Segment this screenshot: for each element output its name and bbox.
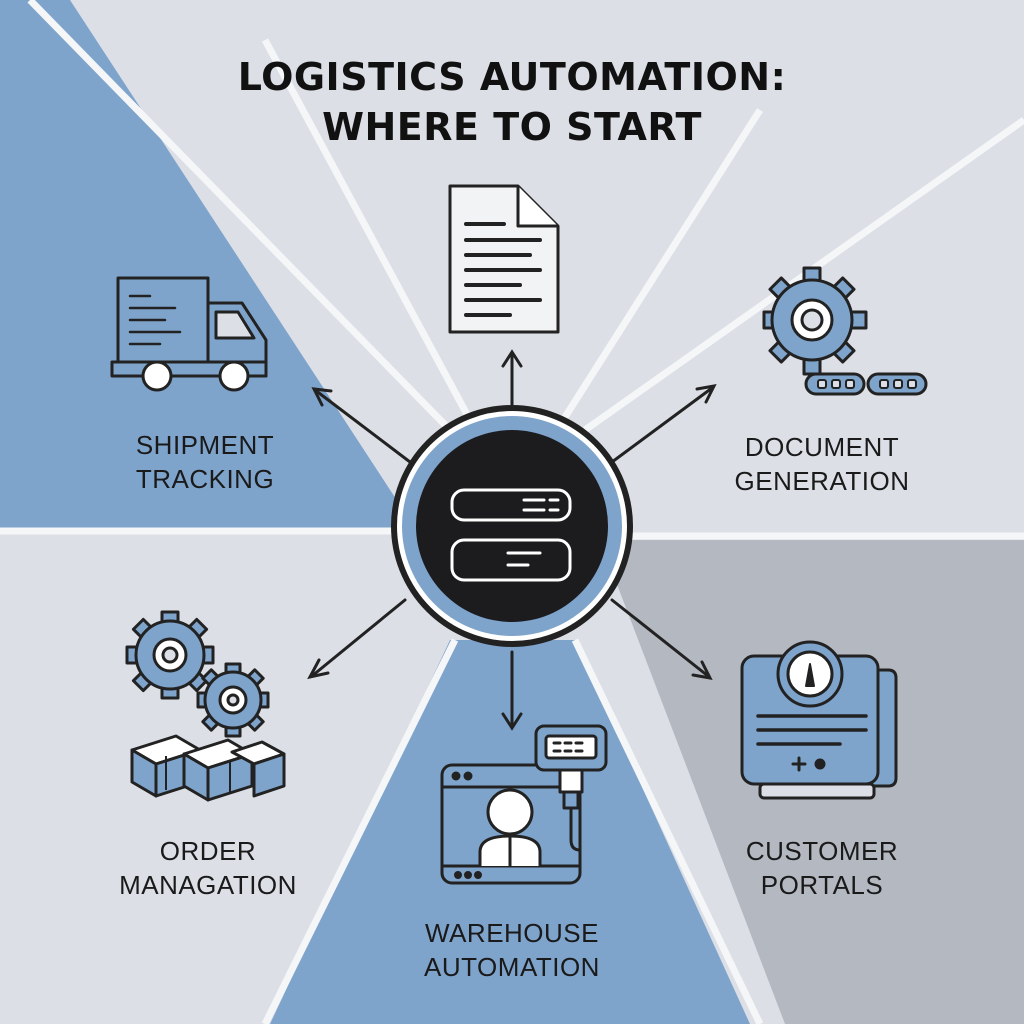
arrow-down xyxy=(501,650,523,731)
label-line-2: AUTOMATION xyxy=(424,952,600,982)
label-line-1: ORDER xyxy=(159,836,257,866)
order-managation-label: ORDER MANAGATION xyxy=(98,834,318,902)
connector-arrows xyxy=(307,349,717,731)
label-line-2: MANAGATION xyxy=(119,870,297,900)
document-icon xyxy=(448,184,560,334)
label-line-1: SHIPMENT xyxy=(135,430,275,460)
arrow-down-right xyxy=(610,598,713,680)
arrow-up-right xyxy=(610,384,717,464)
customer-portal-icon xyxy=(740,640,898,800)
gear-icon-small xyxy=(196,662,270,738)
label-line-2: TRACKING xyxy=(135,464,275,494)
gear-icon xyxy=(762,266,868,376)
label-line-1: DOCUMENT xyxy=(744,432,900,462)
blue-panel-top-left xyxy=(0,0,415,528)
label-line-2: GENERATION xyxy=(734,466,910,496)
chain-icon xyxy=(804,372,928,396)
warehouse-automation-label: WAREHOUSE AUTOMATION xyxy=(397,916,627,984)
server-icon xyxy=(450,488,572,582)
label-line-2: PORTALS xyxy=(760,870,884,900)
delivery-truck-icon xyxy=(110,276,268,392)
label-line-1: CUSTOMER xyxy=(745,836,899,866)
gear-icon-large xyxy=(125,610,215,700)
gears-boxes-icon xyxy=(125,610,286,802)
arrow-up-left xyxy=(311,387,412,464)
label-line-1: WAREHOUSE xyxy=(425,918,599,948)
barcode-scanner-icon xyxy=(534,724,608,852)
page-title: LOGISTICS AUTOMATION: WHERE TO START xyxy=(0,52,1024,152)
arrow-down-left xyxy=(307,598,407,680)
scanner-monitor-icon xyxy=(440,724,608,885)
title-line-1: LOGISTICS AUTOMATION: xyxy=(237,55,787,99)
boxes-icon xyxy=(130,734,286,802)
center-hub xyxy=(391,405,633,647)
title-line-2: WHERE TO START xyxy=(322,105,702,149)
document-generation-label: DOCUMENT GENERATION xyxy=(712,430,932,498)
gear-chain-icon xyxy=(762,266,928,396)
shipment-tracking-label: SHIPMENT TRACKING xyxy=(95,428,315,496)
customer-portals-label: CUSTOMER PORTALS xyxy=(712,834,932,902)
